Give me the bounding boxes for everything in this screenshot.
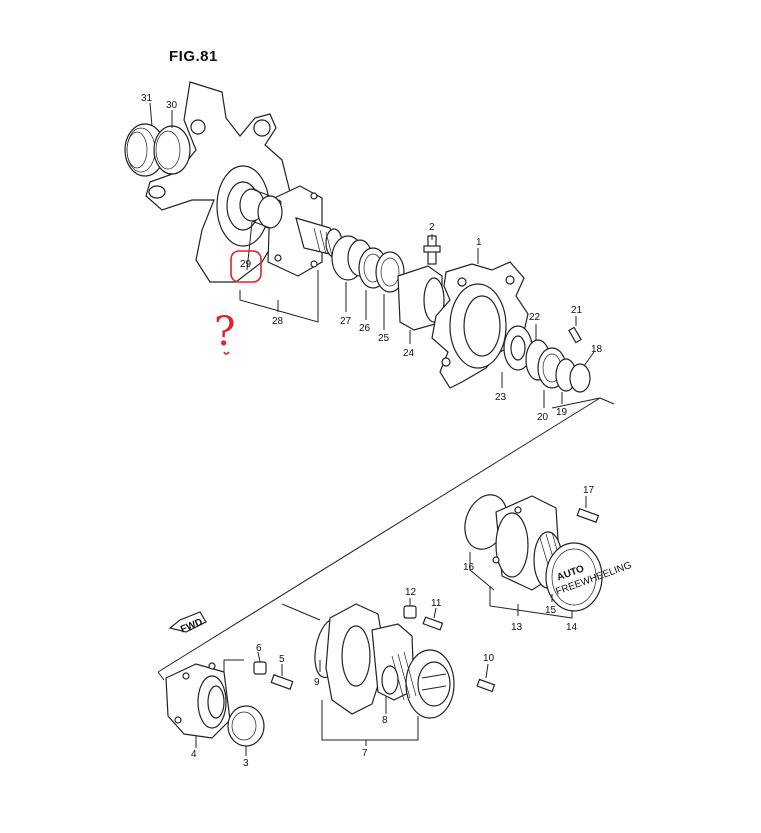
callout-10: 10 (483, 653, 495, 664)
hub-cap-14: AUTO FREEWHEELING (545, 542, 634, 612)
snap-ring-25 (375, 251, 405, 293)
red-annotation: ? (214, 250, 262, 355)
callout-14: 14 (566, 622, 578, 633)
oil-seal-31 (124, 123, 166, 177)
callout-25: 25 (378, 333, 390, 344)
callout-6: 6 (256, 643, 262, 654)
callout-26: 26 (359, 323, 371, 334)
callout-1: 1 (476, 237, 482, 248)
washer-12 (403, 605, 417, 619)
spacer-23 (503, 325, 533, 371)
auto-hub-body-13 (492, 495, 563, 591)
screw-21 (568, 326, 582, 344)
callout-2: 2 (429, 222, 435, 233)
callout-13: 13 (511, 622, 523, 633)
spindle-bushing-29 (239, 188, 283, 229)
callout-20: 20 (537, 412, 549, 423)
callout-4: 4 (191, 749, 197, 760)
bolt-10 (476, 678, 496, 693)
spindle-28 (267, 185, 343, 277)
assembly-separator-lines (157, 397, 615, 681)
callout-17: 17 (583, 485, 595, 496)
callout-5: 5 (279, 654, 285, 665)
oil-seal-30 (153, 125, 191, 175)
callout-8: 8 (382, 715, 388, 726)
callout-18: 18 (591, 344, 603, 355)
callout-19: 19 (556, 407, 568, 418)
callout-29: 29 (240, 259, 252, 270)
bearing-27 (331, 235, 373, 281)
callout-9: 9 (314, 677, 320, 688)
callout-3: 3 (243, 758, 249, 769)
circled-part-29-mark (230, 250, 262, 283)
callout-27: 27 (340, 316, 352, 327)
question-mark-dot (223, 351, 230, 355)
callout-21: 21 (571, 305, 583, 316)
front-direction-arrow: FWD (168, 611, 207, 635)
question-mark: ? (214, 309, 235, 355)
callout-labels: 31 30 29 28 27 26 25 24 1 2 23 22 20 19 … (141, 93, 603, 769)
figure-title: FIG.81 (169, 48, 218, 65)
ring-18 (569, 363, 591, 393)
callout-24: 24 (403, 348, 415, 359)
callout-16: 16 (463, 562, 475, 573)
gear-8 (381, 665, 399, 695)
callout-7: 7 (362, 748, 368, 759)
drive-flange-4 (165, 662, 231, 739)
callout-22: 22 (529, 312, 541, 323)
leader-lines-upper (149, 102, 595, 408)
callout-30: 30 (166, 100, 178, 111)
callout-11: 11 (431, 598, 442, 609)
leader-lines-lower (195, 496, 587, 756)
wheel-hub-1 (431, 261, 529, 389)
callout-12: 12 (405, 587, 417, 598)
cap-3 (227, 705, 265, 747)
bolt-11 (422, 616, 444, 631)
callout-28: 28 (272, 316, 284, 327)
bolt-17 (576, 507, 600, 523)
wheel-stud-2 (423, 235, 441, 265)
bolt-5 (270, 674, 294, 690)
callout-15: 15 (545, 605, 557, 616)
callout-23: 23 (495, 392, 507, 403)
callout-31: 31 (141, 93, 153, 104)
washer-6 (253, 661, 267, 675)
wheel-bearing-24 (397, 265, 445, 331)
